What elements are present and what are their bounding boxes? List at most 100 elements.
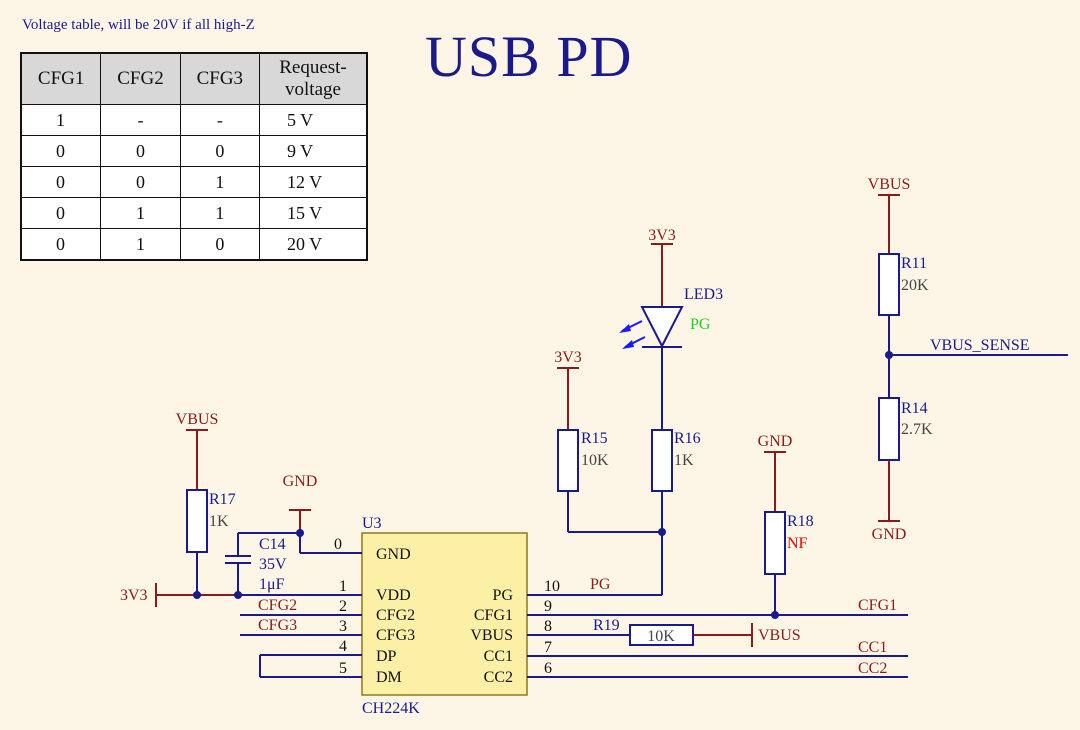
c14-value-label: 1μF	[259, 576, 285, 593]
net-label-cfg2: CFG2	[258, 597, 297, 614]
ic-pin-number: 4	[339, 638, 347, 655]
table-cell: 1	[20, 104, 102, 136]
r19-ref-label: R19	[593, 617, 620, 634]
vbus-label: VBUS	[758, 627, 801, 644]
table-cell: 0	[20, 135, 102, 167]
junction-dot	[193, 591, 201, 599]
table-cell: 1	[179, 166, 260, 198]
r15-ref-label: R15	[581, 430, 608, 447]
table-cell: 9 V	[258, 135, 368, 167]
led3-ref-label: LED3	[684, 286, 723, 303]
ic-pin-name: DM	[376, 669, 402, 686]
ic-pin-name: CFG2	[376, 607, 415, 624]
junction-dot	[771, 611, 779, 619]
table-cell: 0	[100, 166, 181, 198]
net-label-cfg3: CFG3	[258, 617, 297, 634]
r15-value-label: 10K	[581, 452, 609, 469]
r16-ref-label: R16	[674, 430, 701, 447]
gnd-label: GND	[283, 473, 318, 490]
table-row: 0 1 1 15 V	[20, 197, 368, 229]
net-label-cc2: CC2	[858, 660, 887, 677]
r11-ref-label: R11	[901, 255, 927, 272]
net-label-vbus-sense: VBUS_SENSE	[930, 337, 1030, 354]
junction-dot	[234, 591, 242, 599]
table-cell: 5 V	[258, 104, 368, 136]
r14-ref-label: R14	[901, 400, 928, 417]
ic-pin-name: CC2	[484, 669, 513, 686]
resistor-r14	[878, 397, 900, 461]
table-header-cfg3: CFG3	[179, 52, 260, 105]
c14-voltage-label: 35V	[259, 556, 287, 573]
table-cell: 0	[20, 228, 102, 261]
ic-pin-number: 8	[544, 618, 552, 635]
led-symbol	[640, 306, 684, 349]
ic-pin-name: VDD	[376, 587, 411, 604]
ic-ref-label: U3	[362, 515, 382, 532]
vbus-label: VBUS	[868, 176, 911, 193]
r16-value-label: 1K	[674, 452, 694, 469]
ic-pin-number: 2	[339, 598, 347, 615]
ic-pin-number: 1	[339, 578, 347, 595]
table-header-request-voltage: Request-voltage	[258, 52, 368, 105]
v3v3-label: 3V3	[120, 587, 148, 604]
ic-pin-name: CFG3	[376, 627, 415, 644]
ic-pin-number: 7	[544, 639, 552, 656]
voltage-table: CFG1 CFG2 CFG3 Request-voltage 1 - - 5 V…	[20, 52, 368, 261]
ic-pin-number: 0	[334, 536, 342, 553]
ic-pin-number: 3	[339, 618, 347, 635]
led-emission-arrowhead	[619, 324, 631, 333]
table-cell: -	[100, 104, 181, 136]
table-cell: 15 V	[258, 197, 368, 229]
table-cell: 0	[20, 197, 102, 229]
junction-dot	[296, 529, 304, 537]
table-row: 0 0 0 9 V	[20, 135, 368, 167]
net-label-cc1: CC1	[858, 639, 887, 656]
note-voltage-table: Voltage table, will be 20V if all high-Z	[22, 17, 255, 33]
resistor-r17	[186, 489, 208, 553]
table-row: 1 - - 5 V	[20, 104, 368, 136]
r11-value-label: 20K	[901, 277, 929, 294]
r17-value-label: 1K	[209, 513, 229, 530]
ic-pin-name: PG	[493, 587, 514, 604]
net-label-cfg1: CFG1	[858, 597, 897, 614]
junction-dot	[658, 528, 666, 536]
ic-pin-name: DP	[376, 648, 397, 665]
table-header-row: CFG1 CFG2 CFG3 Request-voltage	[20, 52, 368, 105]
r17-ref-label: R17	[209, 491, 236, 508]
gnd-label: GND	[758, 433, 793, 450]
v3v3-label: 3V3	[554, 349, 582, 366]
ic-pin-name: CC1	[484, 648, 513, 665]
resistor-r16	[651, 429, 673, 492]
page-title: USB PD	[425, 24, 633, 89]
ic-pin-number: 9	[544, 598, 552, 615]
led3-value-label: PG	[690, 316, 711, 333]
resistor-r11	[878, 253, 900, 316]
ic-part-label: CH224K	[362, 700, 420, 717]
c14-ref-label: C14	[259, 536, 286, 553]
table-cell: 1	[100, 228, 181, 261]
table-cell: 20 V	[258, 228, 368, 261]
table-cell: 1	[179, 197, 260, 229]
r18-ref-label: R18	[787, 513, 814, 530]
ic-pin-number: 5	[339, 660, 347, 677]
ic-pin-number: 6	[544, 660, 552, 677]
table-cell: -	[179, 104, 260, 136]
table-cell: 0	[179, 228, 260, 261]
gnd-label: GND	[872, 526, 907, 543]
vbus-label: VBUS	[176, 411, 219, 428]
table-header-cfg1: CFG1	[20, 52, 102, 105]
ic-pin-number: 10	[544, 578, 560, 595]
table-row: 0 1 0 20 V	[20, 228, 368, 261]
r14-value-label: 2.7K	[901, 421, 933, 438]
led-emission-arrowhead	[622, 340, 634, 349]
ic-pin-name: CFG1	[474, 607, 513, 624]
resistor-r15	[557, 429, 579, 492]
table-header-cfg2: CFG2	[100, 52, 181, 105]
net-label-pg: PG	[590, 576, 611, 593]
ic-pin-name: VBUS	[470, 627, 513, 644]
ic-u3-body	[361, 532, 528, 696]
ic-pin-name: GND	[376, 546, 411, 563]
r19-value-label: 10K	[647, 628, 675, 645]
resistor-r18	[764, 511, 786, 575]
